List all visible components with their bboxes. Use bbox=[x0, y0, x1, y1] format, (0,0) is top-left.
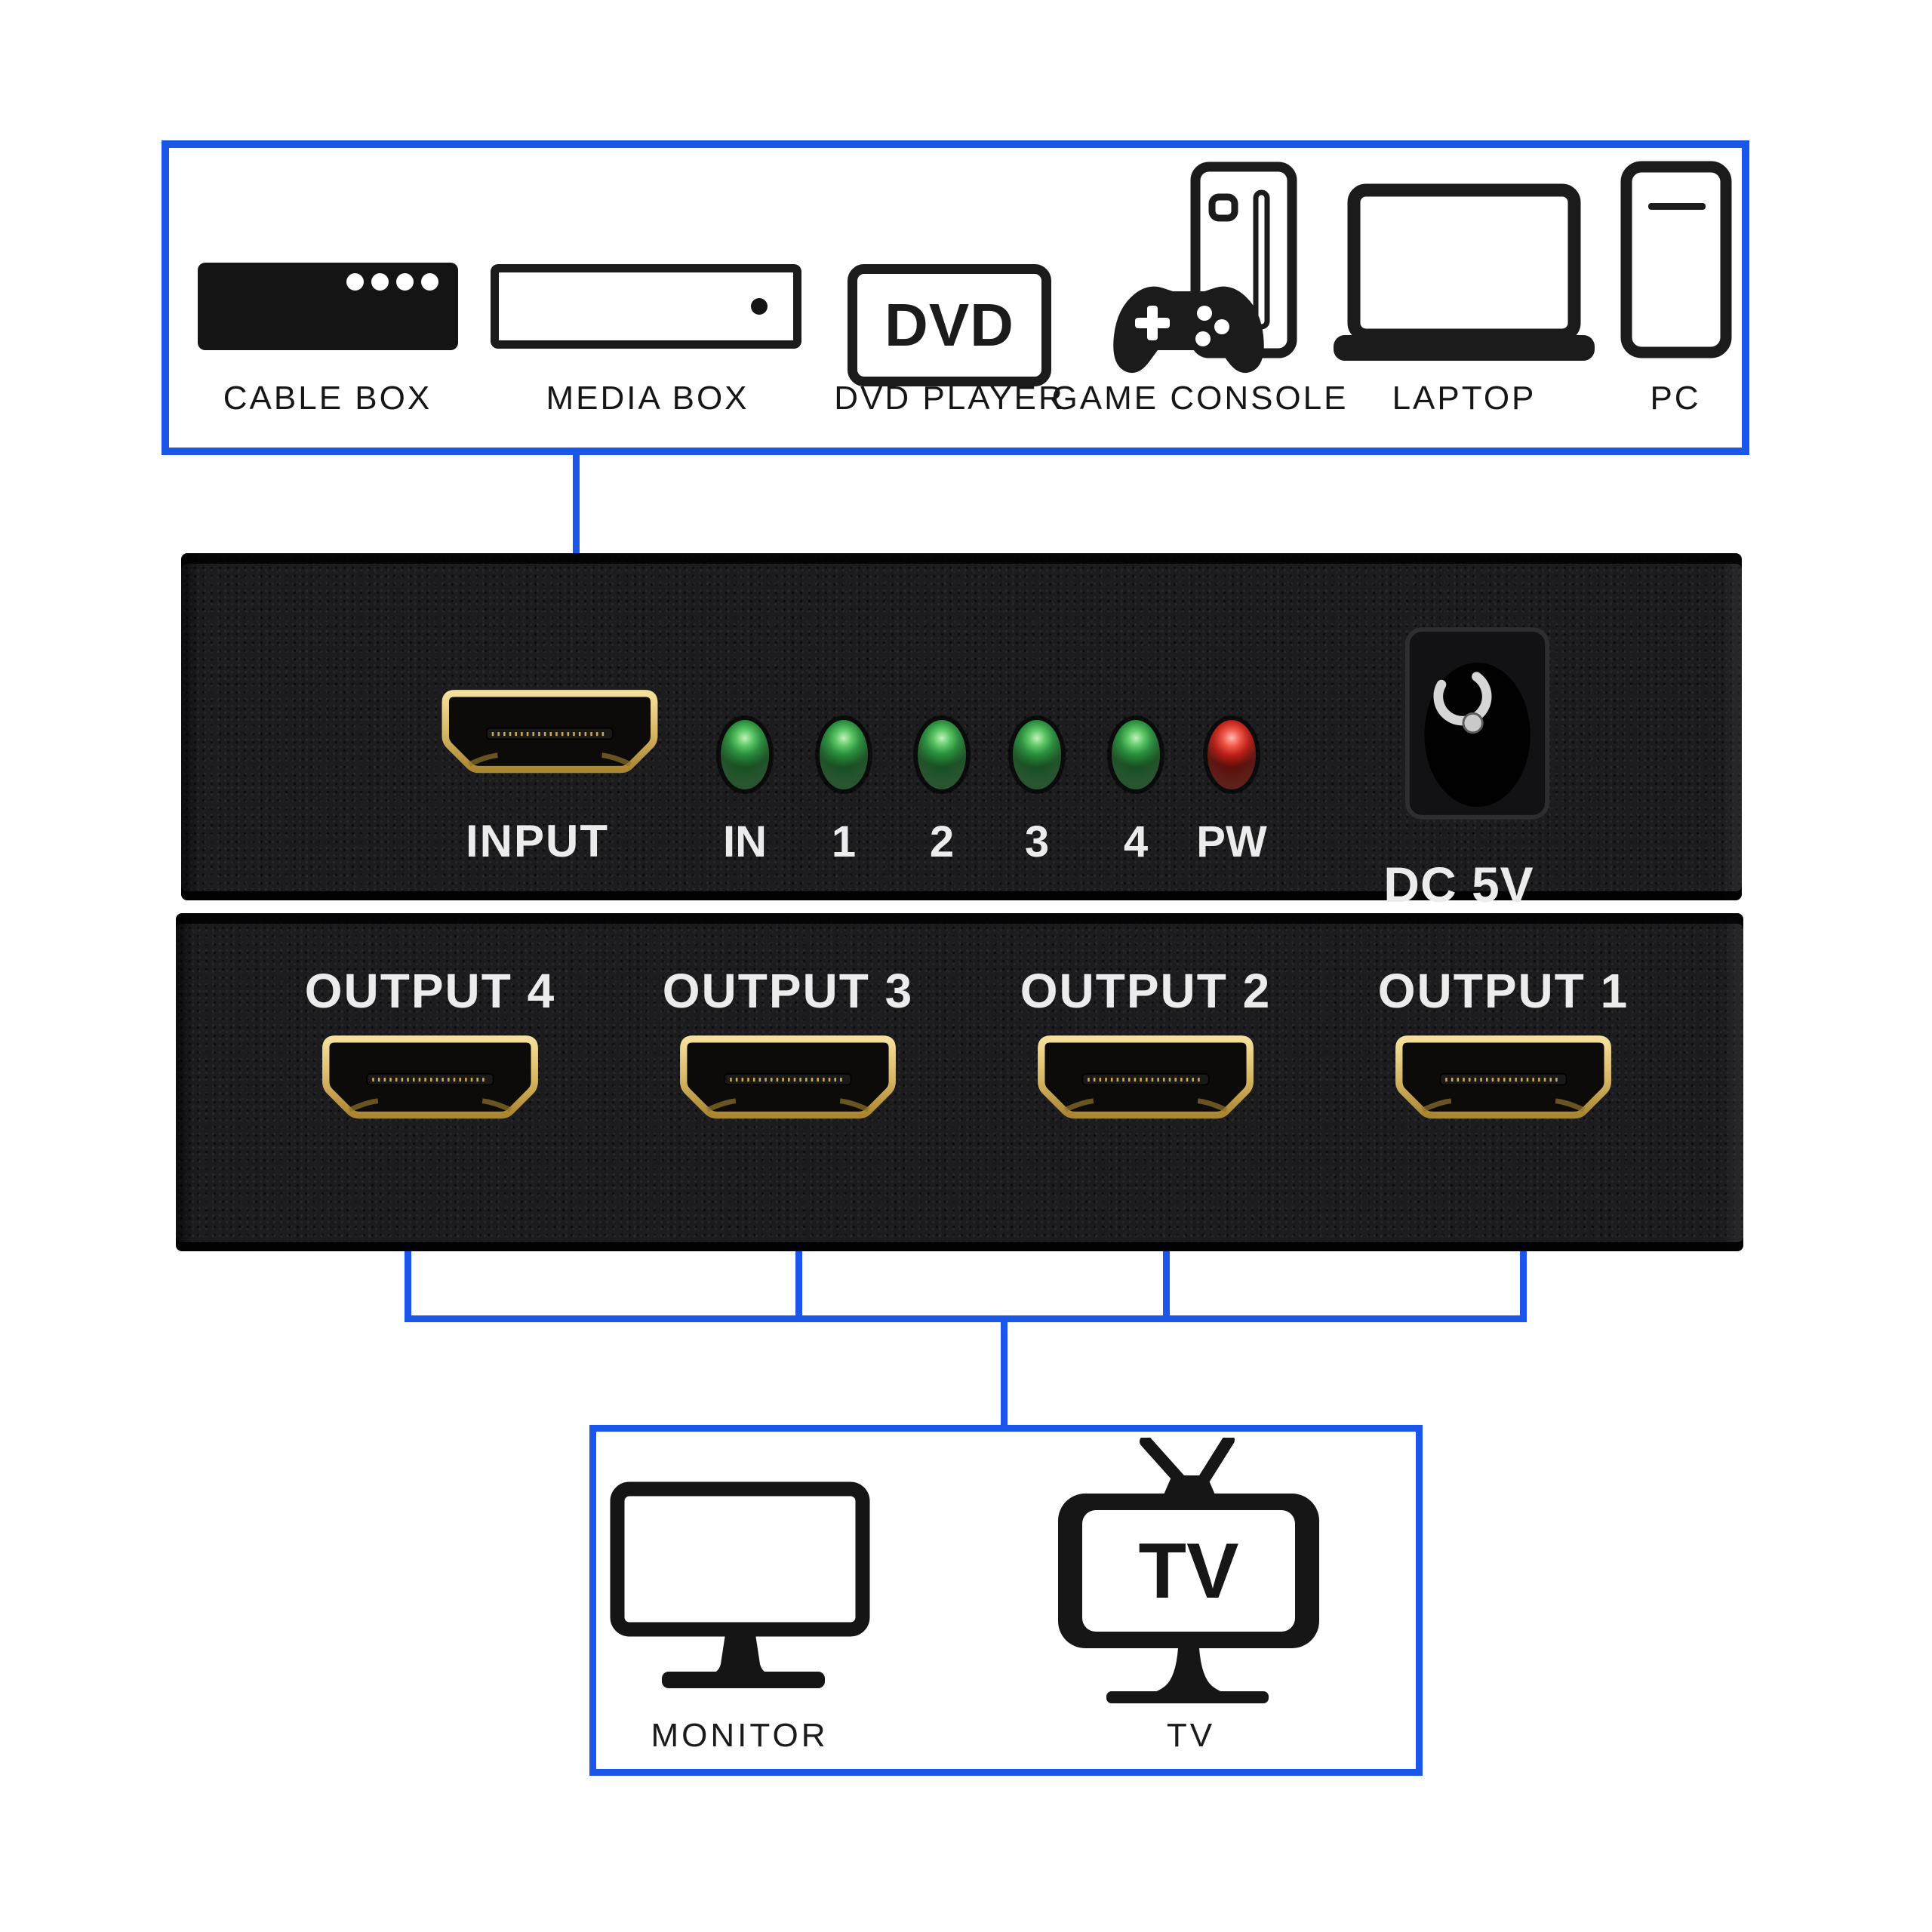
cable-box-led-dot bbox=[346, 273, 364, 291]
output-2-cable-line bbox=[1163, 1251, 1170, 1319]
cable-box-led-dot bbox=[421, 273, 438, 291]
hdmi-input-port-icon bbox=[441, 690, 658, 774]
game-console-icon bbox=[1113, 162, 1297, 374]
laptop-label: LAPTOP bbox=[1392, 380, 1537, 417]
output-bus-line bbox=[405, 1315, 1527, 1322]
output-1-label: OUTPUT 1 bbox=[1377, 964, 1629, 1018]
cable-box-led-dot bbox=[371, 273, 389, 291]
dc-power-jack-icon bbox=[1404, 627, 1550, 820]
tv-screen-text: TV bbox=[1139, 1527, 1239, 1615]
monitor-icon bbox=[610, 1481, 870, 1688]
cable-box-led-dot bbox=[396, 273, 414, 291]
output-3-cable-line bbox=[795, 1251, 802, 1319]
media-box-power-dot bbox=[751, 298, 768, 315]
hdmi-output-3-port-icon bbox=[680, 1035, 896, 1119]
dc-power-label: DC 5V bbox=[1383, 857, 1534, 912]
hdmi-output-4-port-icon bbox=[322, 1035, 538, 1119]
led-3-label: 3 bbox=[1024, 817, 1050, 866]
input-port-label: INPUT bbox=[466, 816, 609, 866]
cable-box-icon bbox=[198, 263, 458, 350]
dvd-player-icon: DVD bbox=[848, 264, 1051, 386]
led-2-indicator bbox=[918, 720, 966, 789]
displays-cable-line bbox=[1001, 1322, 1008, 1428]
dvd-icon-text: DVD bbox=[884, 291, 1014, 358]
led-2-label: 2 bbox=[929, 817, 955, 866]
tv-label: TV bbox=[1166, 1717, 1216, 1754]
monitor-label: MONITOR bbox=[651, 1717, 829, 1754]
output-3-label: OUTPUT 3 bbox=[662, 964, 914, 1018]
led-4-indicator bbox=[1112, 720, 1160, 789]
led-in-label: IN bbox=[723, 817, 767, 866]
led-in-indicator bbox=[721, 720, 769, 789]
output-4-label: OUTPUT 4 bbox=[304, 964, 556, 1018]
led-pw-label: PW bbox=[1196, 817, 1267, 866]
hdmi-output-2-port-icon bbox=[1038, 1035, 1254, 1119]
hdmi-output-1-port-icon bbox=[1395, 1035, 1611, 1119]
tv-icon: TV bbox=[1058, 1438, 1319, 1703]
pc-icon bbox=[1620, 161, 1732, 358]
led-1-indicator bbox=[820, 720, 868, 789]
pc-label: PC bbox=[1650, 380, 1701, 417]
led-3-indicator bbox=[1013, 720, 1061, 789]
game-console-label: GAME CONSOLE bbox=[1051, 380, 1349, 417]
led-4-label: 4 bbox=[1123, 817, 1149, 866]
cable-box-label: CABLE BOX bbox=[223, 380, 432, 417]
output-4-cable-line bbox=[405, 1251, 411, 1319]
media-box-label: MEDIA BOX bbox=[546, 380, 749, 417]
media-box-icon bbox=[491, 264, 801, 349]
output-1-cable-line bbox=[1520, 1251, 1527, 1319]
dvd-player-label: DVD PLAYER bbox=[834, 380, 1065, 417]
input-cable-line bbox=[573, 453, 580, 555]
led-1-label: 1 bbox=[831, 817, 857, 866]
laptop-icon bbox=[1334, 183, 1595, 361]
output-2-label: OUTPUT 2 bbox=[1020, 964, 1272, 1018]
led-power-indicator bbox=[1208, 720, 1256, 789]
